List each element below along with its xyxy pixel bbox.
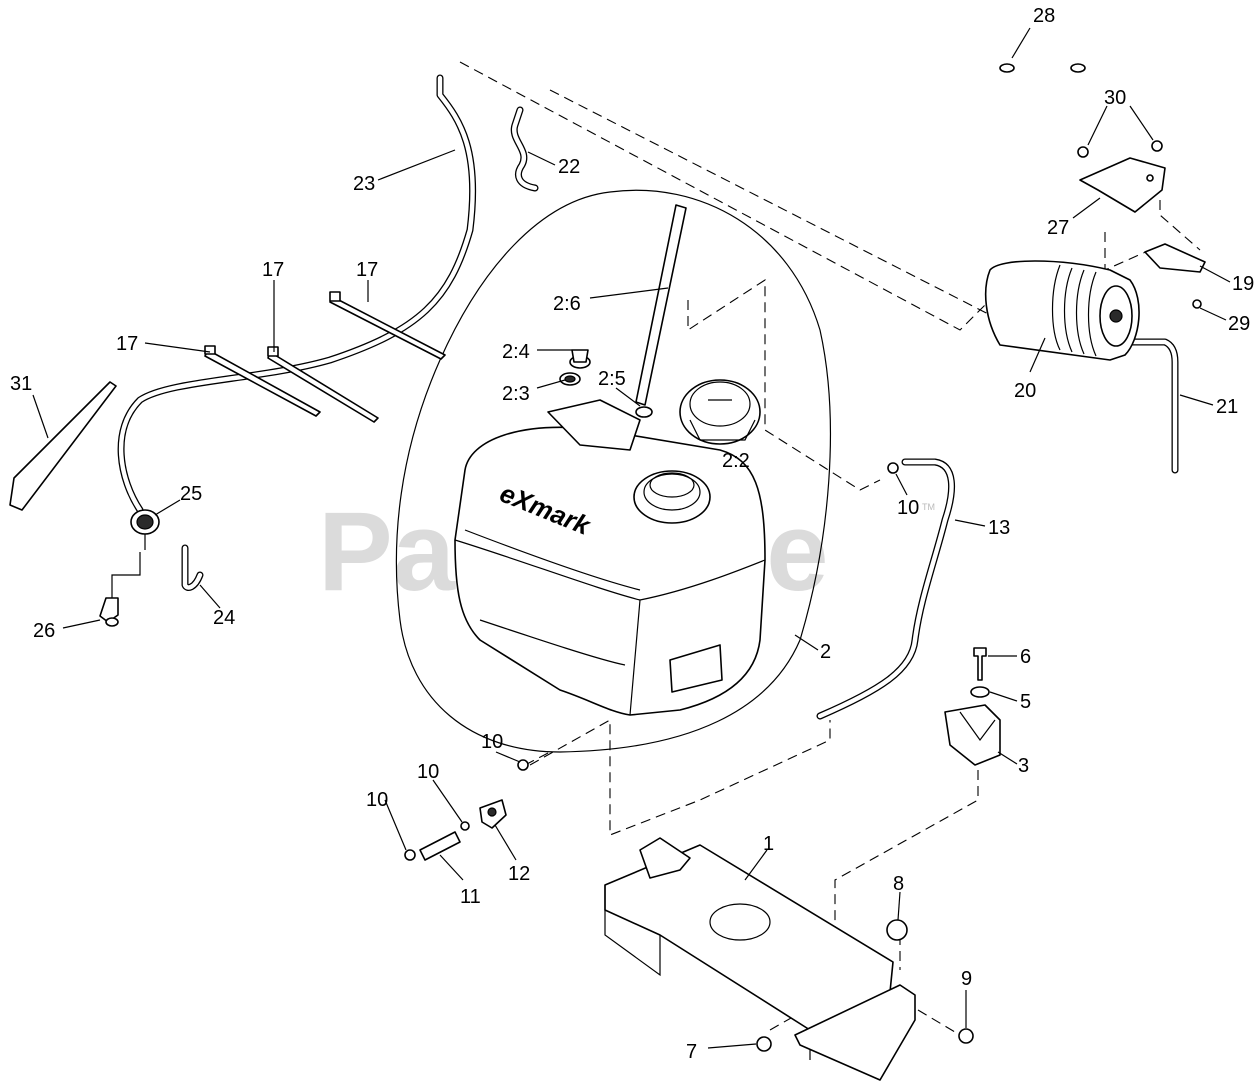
dash-line-tank-top bbox=[687, 278, 881, 491]
washer-5 bbox=[970, 686, 990, 698]
cable-tie-17b bbox=[267, 346, 379, 423]
bolt-7 bbox=[756, 1036, 772, 1052]
screw-29 bbox=[1192, 299, 1202, 309]
callout-2-2: 2:2 bbox=[722, 450, 750, 472]
dash-line-fitting bbox=[524, 751, 551, 766]
screw-28b bbox=[1070, 63, 1086, 73]
mounting-plate-1 bbox=[604, 837, 916, 1081]
fuel-filter-25 bbox=[130, 509, 160, 550]
tie-strap-31 bbox=[9, 381, 117, 511]
leader-lines bbox=[32, 27, 1231, 1049]
callout-10-b: 10 bbox=[481, 731, 503, 753]
nut-9 bbox=[958, 1028, 974, 1044]
fuel-tank-2: eXmark bbox=[454, 399, 766, 716]
dash-line-nut9 bbox=[917, 1009, 961, 1036]
clip-19 bbox=[1144, 243, 1206, 273]
fuel-cap-2-2 bbox=[679, 379, 761, 445]
hose-24 bbox=[181, 544, 204, 591]
callout-10-d: 10 bbox=[366, 789, 388, 811]
bracket-27 bbox=[1079, 157, 1166, 213]
callout-5: 5 bbox=[1020, 691, 1031, 713]
callout-2-6: 2:6 bbox=[553, 293, 581, 315]
clamp-10c bbox=[460, 821, 470, 831]
screw-28a bbox=[999, 63, 1015, 73]
callout-25: 25 bbox=[180, 483, 202, 505]
callout-2: 2 bbox=[820, 641, 831, 663]
cable-tie-17c bbox=[329, 291, 446, 360]
callout-12: 12 bbox=[508, 863, 530, 885]
callout-11: 11 bbox=[460, 886, 481, 908]
callout-30: 30 bbox=[1104, 87, 1126, 109]
hose-21 bbox=[1126, 338, 1179, 474]
callout-17-c: 17 bbox=[116, 333, 138, 355]
callout-10-c: 10 bbox=[417, 761, 439, 783]
callout-29: 29 bbox=[1228, 313, 1250, 335]
bumper-3 bbox=[944, 704, 1001, 766]
callout-1: 1 bbox=[763, 833, 774, 855]
callout-31: 31 bbox=[10, 373, 32, 395]
callout-23: 23 bbox=[353, 173, 375, 195]
dash-line-tank-bottom bbox=[529, 719, 831, 836]
dipstick-2-6 bbox=[635, 204, 687, 406]
callout-24: 24 bbox=[213, 607, 235, 629]
callout-2-5: 2:5 bbox=[598, 368, 626, 390]
callout-17-b: 17 bbox=[356, 259, 378, 281]
callout-20: 20 bbox=[1014, 380, 1036, 402]
callout-28: 28 bbox=[1033, 5, 1055, 27]
dash-line-top bbox=[459, 61, 991, 331]
cable-tie-17a bbox=[204, 345, 321, 417]
hose-13 bbox=[816, 458, 956, 720]
charcoal-canister-20 bbox=[984, 260, 1140, 361]
clamp-10b bbox=[517, 759, 529, 771]
grommet-2-3 bbox=[559, 372, 581, 386]
washer-2-5 bbox=[635, 406, 653, 418]
callout-7: 7 bbox=[686, 1041, 697, 1063]
callout-8: 8 bbox=[893, 873, 904, 895]
callout-2-3: 2:3 bbox=[502, 383, 530, 405]
callout-3: 3 bbox=[1018, 755, 1029, 777]
valve-12 bbox=[479, 799, 507, 829]
hose-22 bbox=[510, 106, 539, 192]
dash-line-19 bbox=[1104, 232, 1151, 271]
fitting-26 bbox=[99, 552, 141, 627]
tank-assembly-outline bbox=[395, 189, 831, 753]
dash-line-22 bbox=[549, 89, 1001, 321]
bolt-6 bbox=[973, 647, 987, 681]
callout-27: 27 bbox=[1047, 217, 1069, 239]
nut-30b bbox=[1151, 140, 1163, 152]
hose-23 bbox=[117, 74, 477, 514]
bolt-8 bbox=[886, 919, 908, 941]
dash-line-27 bbox=[1159, 200, 1201, 251]
grommet-2-4 bbox=[569, 349, 591, 369]
callout-17-a: 17 bbox=[262, 259, 284, 281]
callout-13: 13 bbox=[988, 517, 1010, 539]
callout-21: 21 bbox=[1216, 396, 1238, 418]
callout-22: 22 bbox=[558, 156, 580, 178]
nut-30a bbox=[1077, 146, 1089, 158]
hose-11 bbox=[419, 831, 461, 861]
callout-9: 9 bbox=[961, 968, 972, 990]
callout-19: 19 bbox=[1232, 273, 1254, 295]
callout-6: 6 bbox=[1020, 646, 1031, 668]
clamp-10a bbox=[887, 462, 899, 474]
callout-2-4: 2:4 bbox=[502, 341, 530, 363]
clamp-10d bbox=[404, 849, 416, 861]
callout-26: 26 bbox=[33, 620, 55, 642]
callout-10-a: 10 bbox=[897, 497, 919, 519]
watermark-tm: TM bbox=[922, 502, 935, 512]
